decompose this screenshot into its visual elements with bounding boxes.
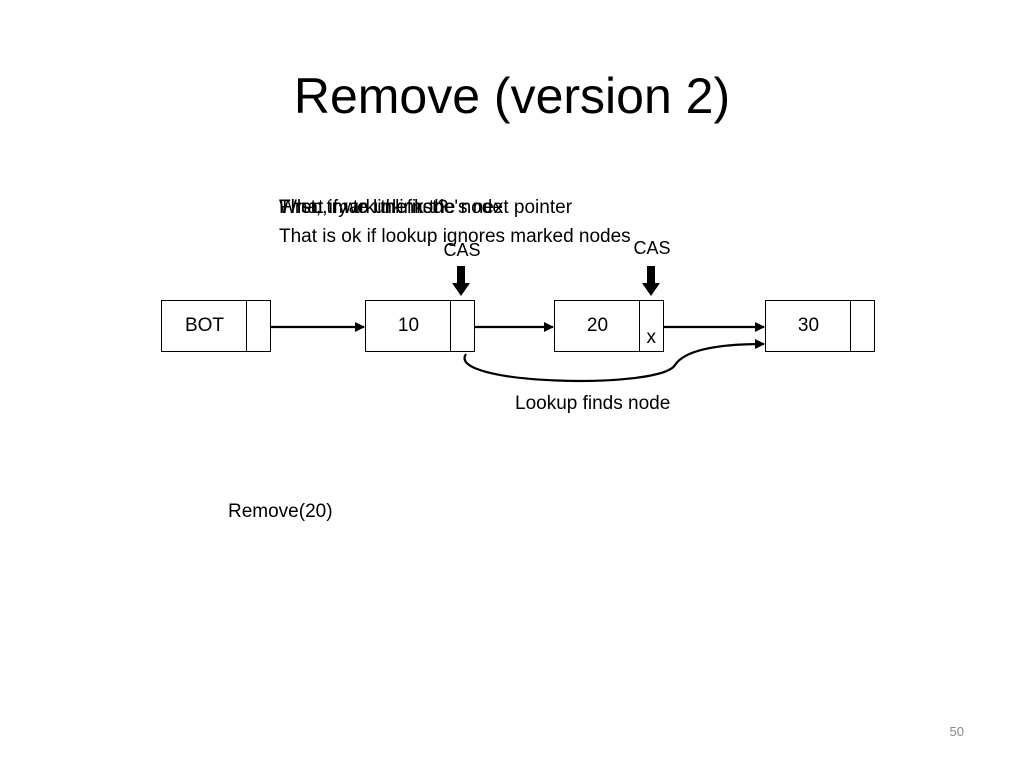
cas-arrow-node-20 bbox=[642, 266, 660, 296]
note-mark-next: Then, mark the node's next pointer bbox=[279, 197, 573, 218]
page-number: 50 bbox=[949, 724, 964, 739]
node-value: BOT bbox=[184, 315, 225, 336]
node-next-pointer bbox=[246, 299, 271, 352]
list-node-10: 10 bbox=[365, 299, 475, 352]
note-lookup-ignores-marked: That is ok if lookup ignores marked node… bbox=[279, 226, 631, 247]
node-value: 30 bbox=[797, 315, 820, 336]
node-value: 10 bbox=[397, 315, 420, 336]
list-node-30: 30 bbox=[765, 299, 875, 352]
list-node-20: 20 x bbox=[554, 299, 664, 352]
note-unlink-first: First, try to unlink the node bbox=[279, 197, 503, 218]
note-link-first: What if we link first? bbox=[279, 197, 448, 218]
slide-title: Remove (version 2) bbox=[293, 68, 731, 124]
node-next-pointer bbox=[850, 299, 875, 352]
cas-label-node-10: CAS bbox=[443, 240, 481, 260]
node-value: 20 bbox=[586, 315, 609, 336]
deletion-mark: x bbox=[646, 326, 657, 348]
node-next-pointer-marked: x bbox=[639, 299, 664, 352]
node-next-pointer bbox=[450, 299, 475, 352]
operation-label: Remove(20) bbox=[228, 501, 333, 522]
list-node-bot: BOT bbox=[161, 299, 271, 352]
lookup-caption: Lookup finds node bbox=[515, 393, 671, 414]
cas-label-node-20: CAS bbox=[633, 238, 671, 258]
cas-arrow-node-10 bbox=[452, 266, 470, 296]
